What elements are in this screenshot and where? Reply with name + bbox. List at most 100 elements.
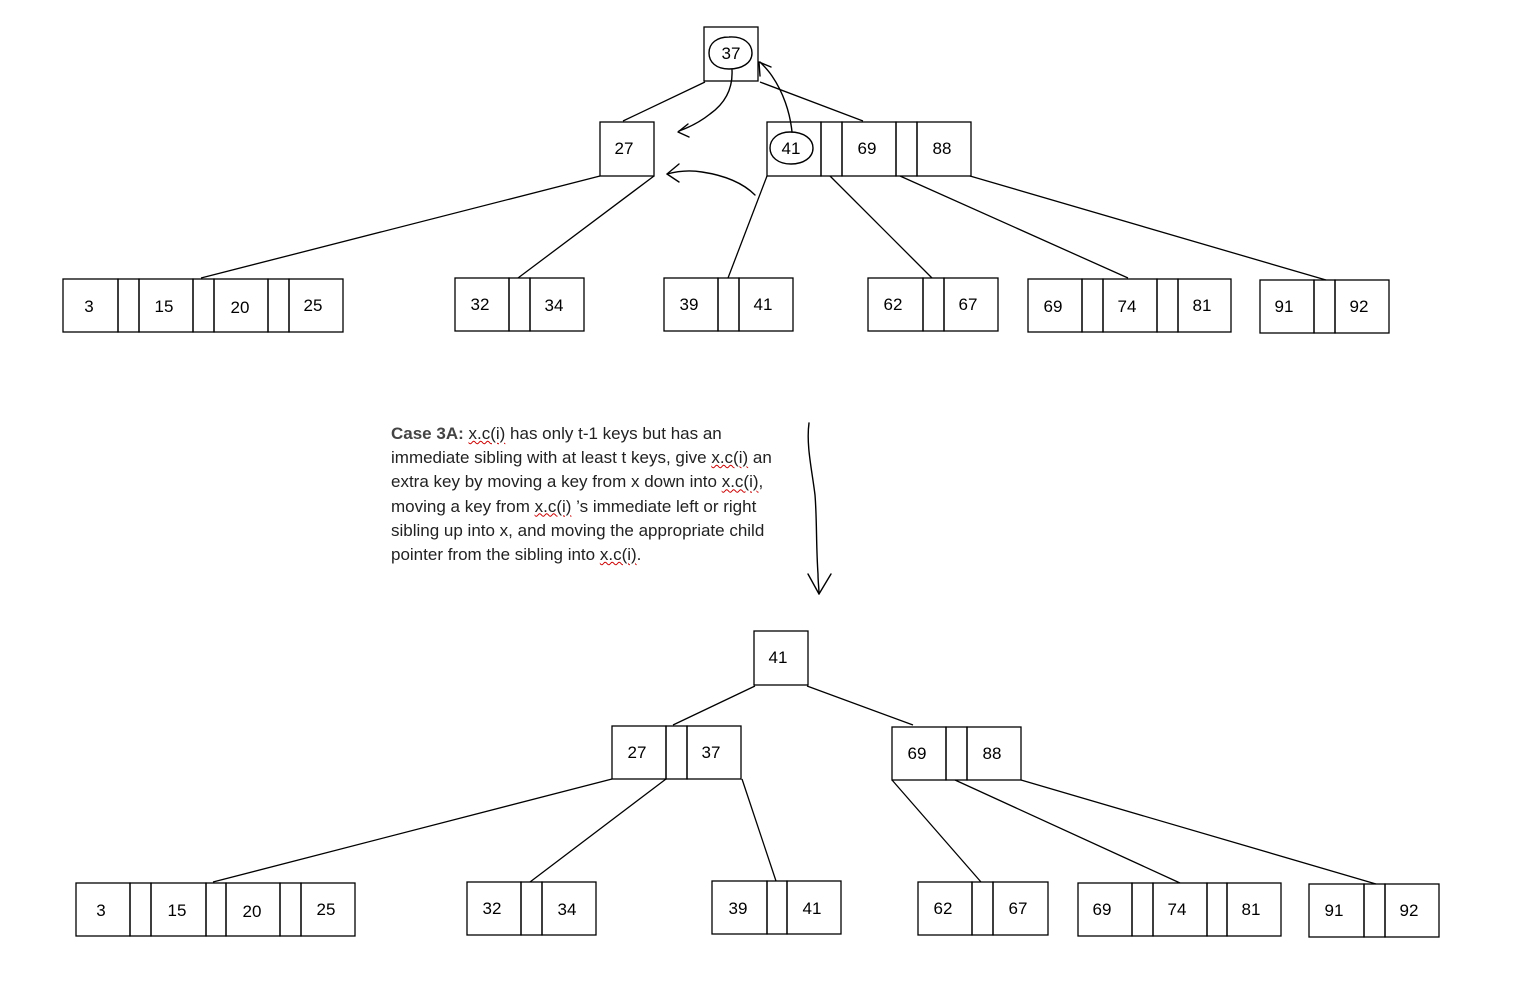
edge [899,175,1129,279]
down-arrow-icon [807,422,820,595]
node-key: 69 [908,744,927,763]
node-key: 41 [803,899,822,918]
internal-node [766,121,972,177]
after-edges [212,685,1377,885]
node-key: 25 [304,296,323,315]
description-term: x.c(i) [599,545,637,565]
curved-arrow-icon [666,170,756,196]
edge [891,779,982,883]
node-key: 34 [558,900,577,919]
root-node [753,630,809,686]
leaf-node [1077,882,1282,937]
arrowhead-icon [677,123,690,138]
node-key: 91 [1275,297,1294,316]
node-key: 15 [155,297,174,316]
circle-mark-icon [769,131,814,165]
node-key: 91 [1325,901,1344,920]
edge [806,685,914,726]
leaf-node [867,277,999,332]
leaf-node [917,881,1049,936]
node-key: 67 [1009,899,1028,918]
leaf-node [466,881,597,936]
node-key: 20 [231,298,250,317]
node-key: 92 [1400,901,1419,920]
node-key: 62 [884,295,903,314]
edge [741,778,777,882]
case-description: Case 3A: x.c(i) has only t-1 keys but ha… [391,422,786,567]
leaf-node [454,277,585,332]
internal-node [599,121,655,177]
node-key: 69 [1044,297,1063,316]
edge [969,175,1327,281]
node-key: 37 [702,743,721,762]
description-term: x.c(i) [721,472,759,492]
description-text: ’s immediate left or right sibling up in… [391,496,765,565]
description-term: x.c(i) [711,448,749,468]
circle-mark-icon [708,36,753,70]
handdrawn-annotations [666,36,832,595]
edge [622,81,706,122]
node-key: 92 [1350,297,1369,316]
leaf-node [1027,278,1232,333]
node-key: 81 [1242,900,1261,919]
node-key: 34 [545,296,564,315]
leaf-node [663,277,794,332]
after-tree: 41 27 37 69 88 3 15 20 25 [75,630,1440,938]
description-text: an extra key by moving a key from x down… [391,448,772,492]
node-key: 41 [754,295,773,314]
edge [212,778,613,883]
description-text: , moving a key from [391,472,764,516]
node-key: 74 [1118,297,1137,316]
node-key: 69 [1093,900,1112,919]
description-text: . [636,545,642,565]
edge [954,779,1181,884]
node-key: 32 [483,899,502,918]
node-key: 88 [983,744,1002,763]
curved-arrow-icon [678,69,733,132]
node-key: 41 [769,648,788,667]
node-key: 27 [615,139,634,158]
node-key: 62 [934,899,953,918]
edge [759,81,864,122]
leaf-node [62,278,344,333]
edge [672,685,756,726]
node-key: 27 [628,743,647,762]
leaf-node [1259,279,1390,334]
node-key: 41 [782,139,801,158]
node-key: 39 [729,899,748,918]
curved-arrow-icon [759,61,793,133]
node-key: 25 [317,900,336,919]
before-tree: 37 27 41 69 88 3 15 20 25 [62,26,1390,334]
arrowhead-icon [758,61,772,77]
edge [517,175,655,279]
leaf-node [711,880,842,935]
case-label: Case 3A: [391,424,464,443]
edge [829,175,933,279]
edge [529,778,667,883]
node-key: 69 [858,139,877,158]
description-text: has only t-1 keys but has an immediate s… [391,424,722,468]
before-edges [200,81,1327,281]
node-key: 3 [84,297,93,316]
node-key: 20 [243,902,262,921]
node-key: 74 [1168,900,1187,919]
arrowhead-icon [666,163,680,183]
edge [1020,779,1377,885]
edge [200,175,601,279]
node-key: 81 [1193,296,1212,315]
node-key: 32 [471,295,490,314]
node-key: 88 [933,139,952,158]
arrowhead-icon [807,573,832,595]
description-term: x.c(i) [468,424,506,443]
internal-node [891,726,1022,781]
internal-node [611,725,742,780]
node-key: 37 [722,44,741,63]
node-key: 15 [168,901,187,920]
description-term: x.c(i) [534,496,572,516]
edge [727,175,768,279]
node-key: 3 [96,901,105,920]
node-key: 39 [680,295,699,314]
leaf-node [75,882,356,937]
node-key: 67 [959,295,978,314]
